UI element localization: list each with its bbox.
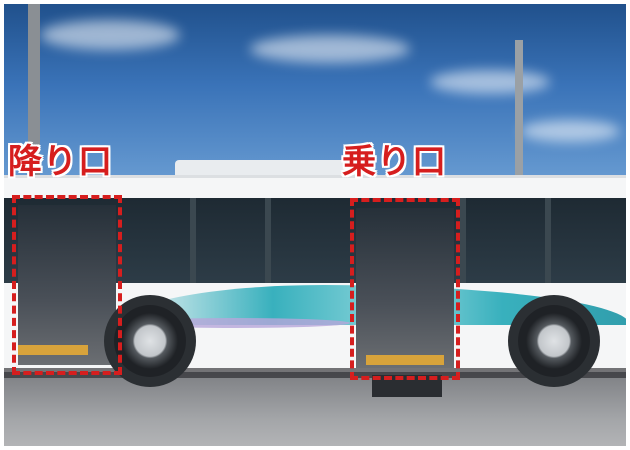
utility-pole [515,40,523,190]
pavement [0,372,630,450]
cloud [250,35,410,63]
exit-door [18,205,116,365]
cloud [520,120,620,142]
bus-livery-stripe [120,318,350,328]
utility-pole [28,0,40,190]
cloud [430,70,550,94]
rear-wheel [518,305,590,377]
exit-door-step [18,345,88,355]
window-pillar [545,198,551,283]
entry-ramp [372,375,442,397]
entry-door-marker [350,198,460,380]
window-pillar [265,198,271,283]
exit-door-marker [12,195,122,375]
sky [0,0,630,190]
window-pillar [190,198,196,283]
entry-door-step [366,355,444,365]
cloud [40,20,180,50]
entry-door-label: 乗り口 [342,142,447,182]
exit-door-label: 降り口 [8,142,113,182]
front-wheel [114,305,186,377]
entry-door [356,208,454,368]
window-pillar [460,198,466,283]
